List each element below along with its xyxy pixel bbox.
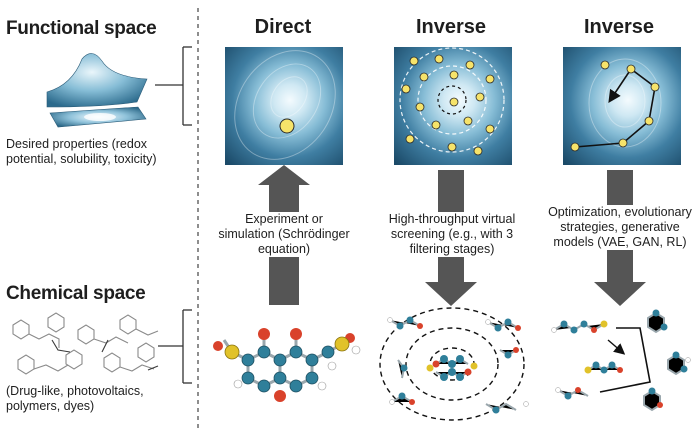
column-title-direct: Direct [254, 16, 312, 38]
caption-optimization: Optimization, evolutionary strategies, g… [548, 205, 692, 250]
chemical-space-title: Chemical space [6, 283, 146, 304]
optimization-path-points [570, 60, 660, 152]
caption-direct: Experiment or simulation (Schrödinger eq… [216, 212, 352, 257]
chemical-space-illustration [12, 312, 159, 375]
column-title-inverse-screening: Inverse [415, 16, 487, 38]
caption-screening: High-throughput virtual screening (e.g.,… [378, 212, 526, 257]
functional-space-title: Functional space [6, 18, 157, 39]
molecules-optimization [551, 309, 691, 412]
landscape-optimization [563, 47, 681, 165]
landscape-direct [225, 47, 343, 165]
chemical-space-caption: (Drug-like, photovoltaics, polymers, dye… [6, 384, 144, 413]
molecules-screening [379, 307, 529, 421]
functional-surface-illustration [46, 53, 148, 128]
target-point-marker [279, 118, 295, 134]
functional-space-caption: Desired properties (redox potential, sol… [6, 137, 157, 166]
molecule-direct [213, 328, 361, 402]
screening-candidate-points [401, 54, 495, 156]
column-title-inverse-optimization: Inverse [583, 16, 655, 38]
landscape-screening [394, 47, 512, 165]
